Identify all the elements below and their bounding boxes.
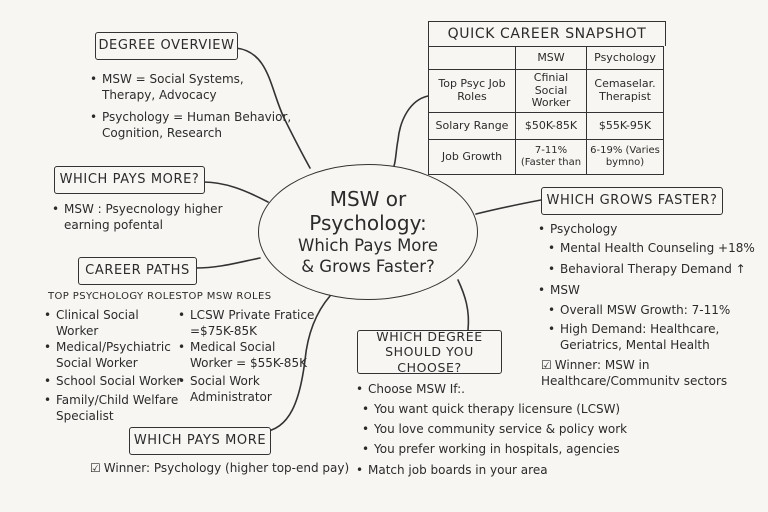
grows-msw-item: Overall MSW Growth: 7-11% bbox=[548, 303, 760, 319]
psych-role-item: Medical/Psychiatric Social Worker bbox=[44, 340, 186, 371]
link-career-paths bbox=[194, 257, 261, 269]
career-paths-title: Career Paths bbox=[78, 257, 197, 285]
grows-psych-item: Mental Health Counseling +18% bbox=[548, 241, 760, 257]
which-pays-more-top-item: MSW : Psyecnology higher earning pofenta… bbox=[52, 202, 234, 233]
msw-role-item: LCSW Private Fratice =$75K-85K bbox=[178, 308, 318, 339]
which-pays-more-top-title: Which Pays More? bbox=[54, 166, 205, 194]
psych-roles-heading: Top Psychology Roles bbox=[48, 291, 183, 302]
table-row: Job Growth 7-11% (Faster than 6-19% (Var… bbox=[428, 138, 664, 175]
degree-overview-item: Psychology = Human Behavior, Cognition, … bbox=[90, 110, 292, 141]
table-cell: Cfinial Social Worker bbox=[515, 69, 587, 113]
center-line-1: MSW or bbox=[329, 186, 407, 211]
snapshot-table: MSW Psychology Top Psyc Job Roles Cfinia… bbox=[428, 46, 664, 175]
table-row: Top Psyc Job Roles Cfinial Social Worker… bbox=[428, 69, 664, 113]
table-cell: Cemaselar. Therapist bbox=[586, 69, 664, 113]
degree-overview-item: MSW = Social Systems, Therapy, Advocacy bbox=[90, 72, 282, 103]
choose-last: Match job boards in your area bbox=[356, 463, 628, 479]
snapshot-title: Quick Career Snapshot bbox=[428, 21, 666, 46]
center-line-4: & Grows Faster? bbox=[301, 257, 435, 276]
table-cell: 7-11% (Faster than bbox=[515, 138, 587, 175]
msw-role-item: Medical Social Worker = $55K-85K bbox=[178, 340, 320, 371]
link-grows-faster bbox=[475, 199, 542, 215]
check-circle-icon: ☑ bbox=[541, 358, 552, 372]
table-cell: Top Psyc Job Roles bbox=[428, 69, 516, 113]
table-cell: $55K-95K bbox=[586, 111, 664, 140]
link-snapshot bbox=[393, 95, 429, 167]
table-cell: 6-19% (Varies bymno) bbox=[586, 138, 664, 175]
choose-item: You want quick therapy licensure (LCSW) bbox=[362, 402, 634, 418]
table-row: Solary Range $50K-85K $55K-95K bbox=[428, 111, 664, 140]
choose-title: Which Degree Should You Choose? bbox=[357, 329, 502, 375]
snapshot-header-cell bbox=[428, 46, 516, 70]
pays-more-winner-text: Winner: Psychology (higher top-end pay) bbox=[103, 461, 350, 475]
choose-item: You love community service & policy work bbox=[362, 422, 634, 438]
central-topic: MSW or Psychology: Which Pays More & Gro… bbox=[258, 164, 478, 300]
snapshot-header-cell: MSW bbox=[515, 46, 587, 70]
psych-role-item: Family/Child Welfare Specialist bbox=[44, 393, 186, 424]
link-choose bbox=[457, 279, 470, 331]
psych-role-item: Clinical Social Worker bbox=[44, 308, 180, 339]
grows-psych-item: Behavioral Therapy Demand ↑ bbox=[548, 262, 760, 278]
snapshot-header-cell: Psychology bbox=[586, 46, 664, 70]
choose-item: You prefer working in hospitals, agencie… bbox=[362, 442, 634, 458]
which-pays-more-bottom-title: Which Pays More bbox=[129, 427, 271, 455]
choose-lead: Choose MSW If:. bbox=[356, 382, 568, 398]
grows-psych-label: Psychology bbox=[538, 222, 730, 238]
grows-winner-text: Winner: MSW in Healthcare/Communitv sect… bbox=[541, 358, 728, 388]
msw-roles-heading: Top MSW Roles bbox=[182, 291, 272, 302]
link-which-pays-more-top bbox=[202, 181, 269, 203]
link-degree-overview bbox=[235, 47, 311, 169]
check-circle-icon: ☑ bbox=[90, 461, 101, 475]
table-cell: $50K-85K bbox=[515, 111, 587, 140]
grows-msw-item: High Demand: Healthcare, Geriatrics, Men… bbox=[548, 322, 730, 353]
center-line-2: Psychology: bbox=[309, 210, 427, 235]
degree-overview-title: Degree Overview bbox=[95, 32, 238, 60]
grows-faster-title: Which Grows Faster? bbox=[541, 187, 723, 215]
table-cell: Solary Range bbox=[428, 111, 516, 140]
table-cell: Job Growth bbox=[428, 138, 516, 175]
grows-msw-label: MSW bbox=[538, 283, 650, 299]
psych-role-item: School Social Worker bbox=[44, 374, 190, 390]
center-line-3: Which Pays More bbox=[298, 235, 438, 255]
grows-winner: ☑Winner: MSW in Healthcare/Communitv sec… bbox=[541, 358, 761, 389]
pays-more-winner: ☑Winner: Psychology (higher top-end pay) bbox=[90, 461, 350, 477]
msw-role-item: Social Work Administrator bbox=[178, 374, 310, 405]
snapshot-header-row: MSW Psychology bbox=[428, 46, 664, 70]
